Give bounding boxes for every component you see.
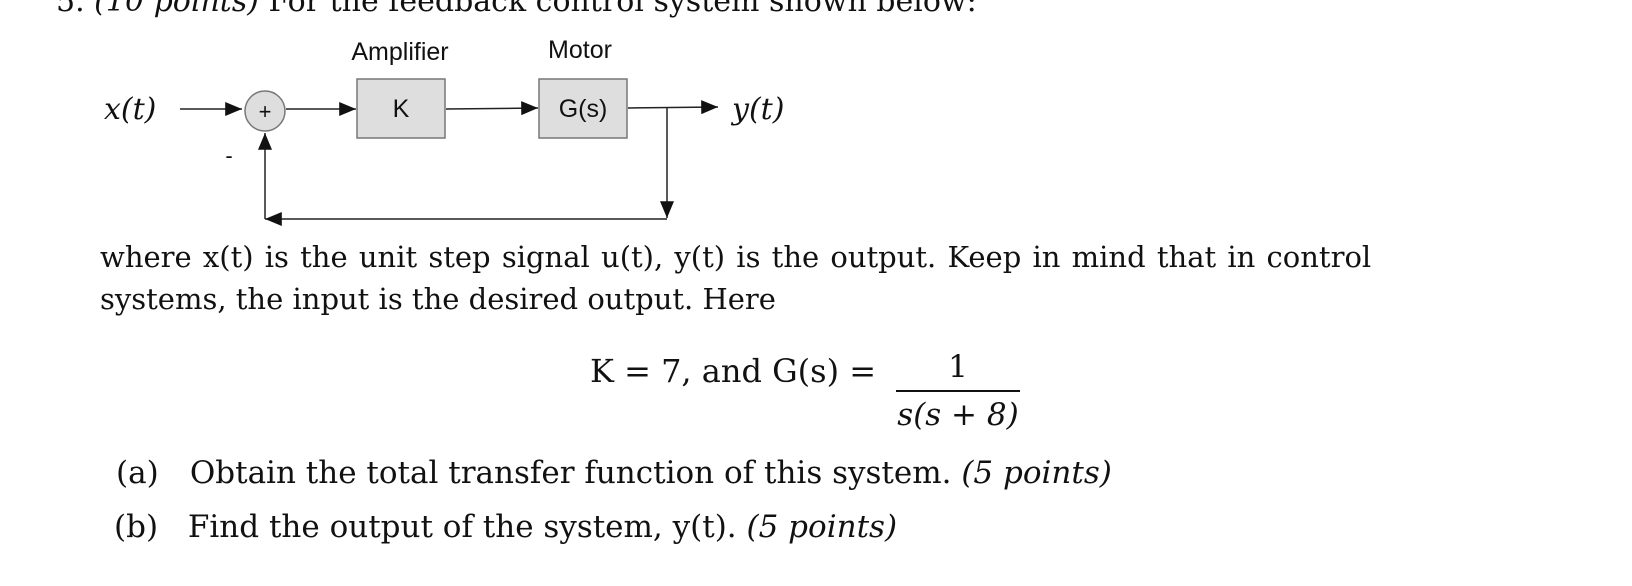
part-a-points: (5 points) [961,455,1112,491]
gain-to-plant-arrow [445,101,539,116]
part-a-label: (a) [116,455,159,491]
description-line-1: where x(t) is the unit step signal u(t),… [100,240,1372,274]
question-part-b: (b) Find the output of the system, y(t).… [114,509,897,545]
question-part-a: (a) Obtain the total transfer function o… [116,455,1112,491]
transfer-function-fraction: 1 s(s + 8) [896,346,1020,434]
fraction-numerator: 1 [948,349,968,385]
summing-minus: - [225,143,232,168]
plant-block [538,78,628,139]
motor-label: Motor [548,36,612,64]
plant-block-label: G(s) [559,95,608,123]
fraction-denominator: s(s + 8) [897,397,1019,433]
part-a-text: Obtain the total transfer function of th… [189,455,952,491]
part-b-points: (5 points) [746,509,898,545]
gain-block [356,78,446,139]
input-signal-label: x(t) [104,92,156,127]
block-diagram: Amplifier Motor x(t) y(t) + - K G(s) [104,36,784,226]
part-b-label: (b) [114,509,159,545]
problem-header: 5. (10 points) For the feedback control … [56,0,977,19]
summing-junction [244,90,286,132]
fraction-bar [896,390,1020,392]
description-line-2: systems, the input is the desired output… [100,282,776,316]
part-b-text: Find the output of the system, y(t). [187,509,737,545]
summing-plus: + [259,99,272,124]
equation-lhs: K = 7, and G(s) = [590,352,877,390]
output-arrow [627,100,719,115]
gain-block-label: K [393,95,410,123]
amplifier-label: Amplifier [351,38,448,66]
output-signal-label: y(t) [730,92,784,127]
problem-statement: For the feedback control system shown be… [268,0,977,19]
problem-points: (10 points) [94,0,259,19]
problem-number: 5. [56,0,85,19]
